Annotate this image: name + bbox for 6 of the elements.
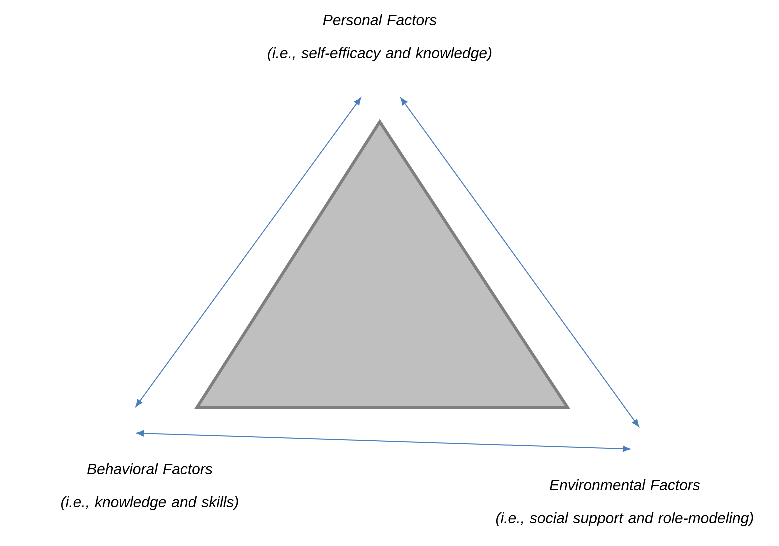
arrow — [136, 430, 630, 452]
factor-label: Personal Factors (i.e., self-efficacy and knowledge) — [268, 14, 492, 62]
factor-label: Behavioral Factors (i.e., knowledge and skills) — [62, 464, 238, 510]
arrow — [400, 98, 640, 428]
factor-label: Environmental Factors (i.e., social support and role-modeling) — [496, 480, 754, 526]
arrow — [136, 98, 362, 408]
